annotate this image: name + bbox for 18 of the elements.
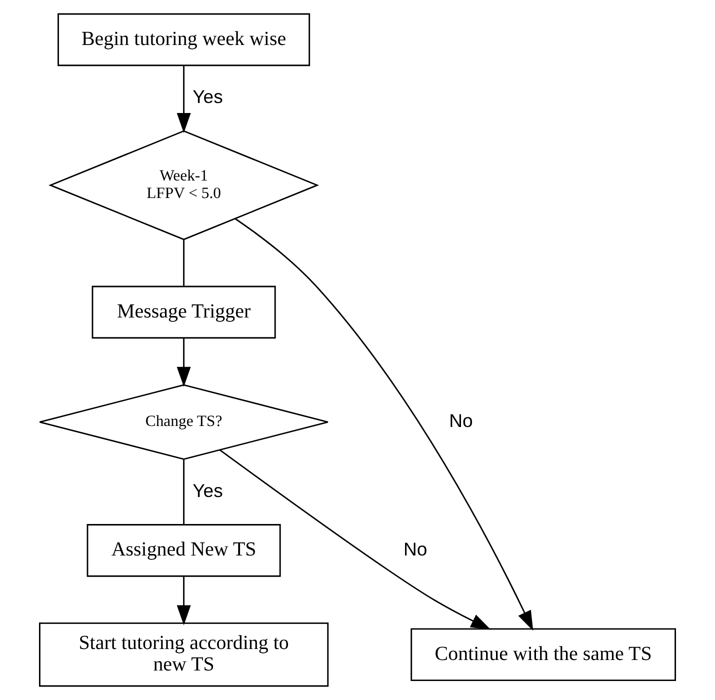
connector <box>183 460 185 525</box>
arrow <box>234 218 534 631</box>
edge-label: No <box>449 410 473 431</box>
edge-label: Yes <box>192 86 223 108</box>
node-box: Message Trigger <box>92 286 276 339</box>
arrow <box>219 449 491 630</box>
node-box: Continue with the same TS <box>410 628 676 681</box>
edge-label: No <box>404 538 428 560</box>
arrow <box>176 576 191 626</box>
node-box: Start tutoring according to new TS <box>39 622 329 687</box>
node-box: Begin tutoring week wise <box>58 13 310 66</box>
arrow <box>176 338 191 387</box>
edge-label: Yes <box>192 480 223 501</box>
node-box: Assigned New TS <box>86 524 281 577</box>
arrow <box>176 66 191 134</box>
node-diamond: Change TS? <box>39 384 329 460</box>
node-diamond: Week-1 LFPV < 5.0 <box>48 130 320 240</box>
connector <box>183 240 185 286</box>
